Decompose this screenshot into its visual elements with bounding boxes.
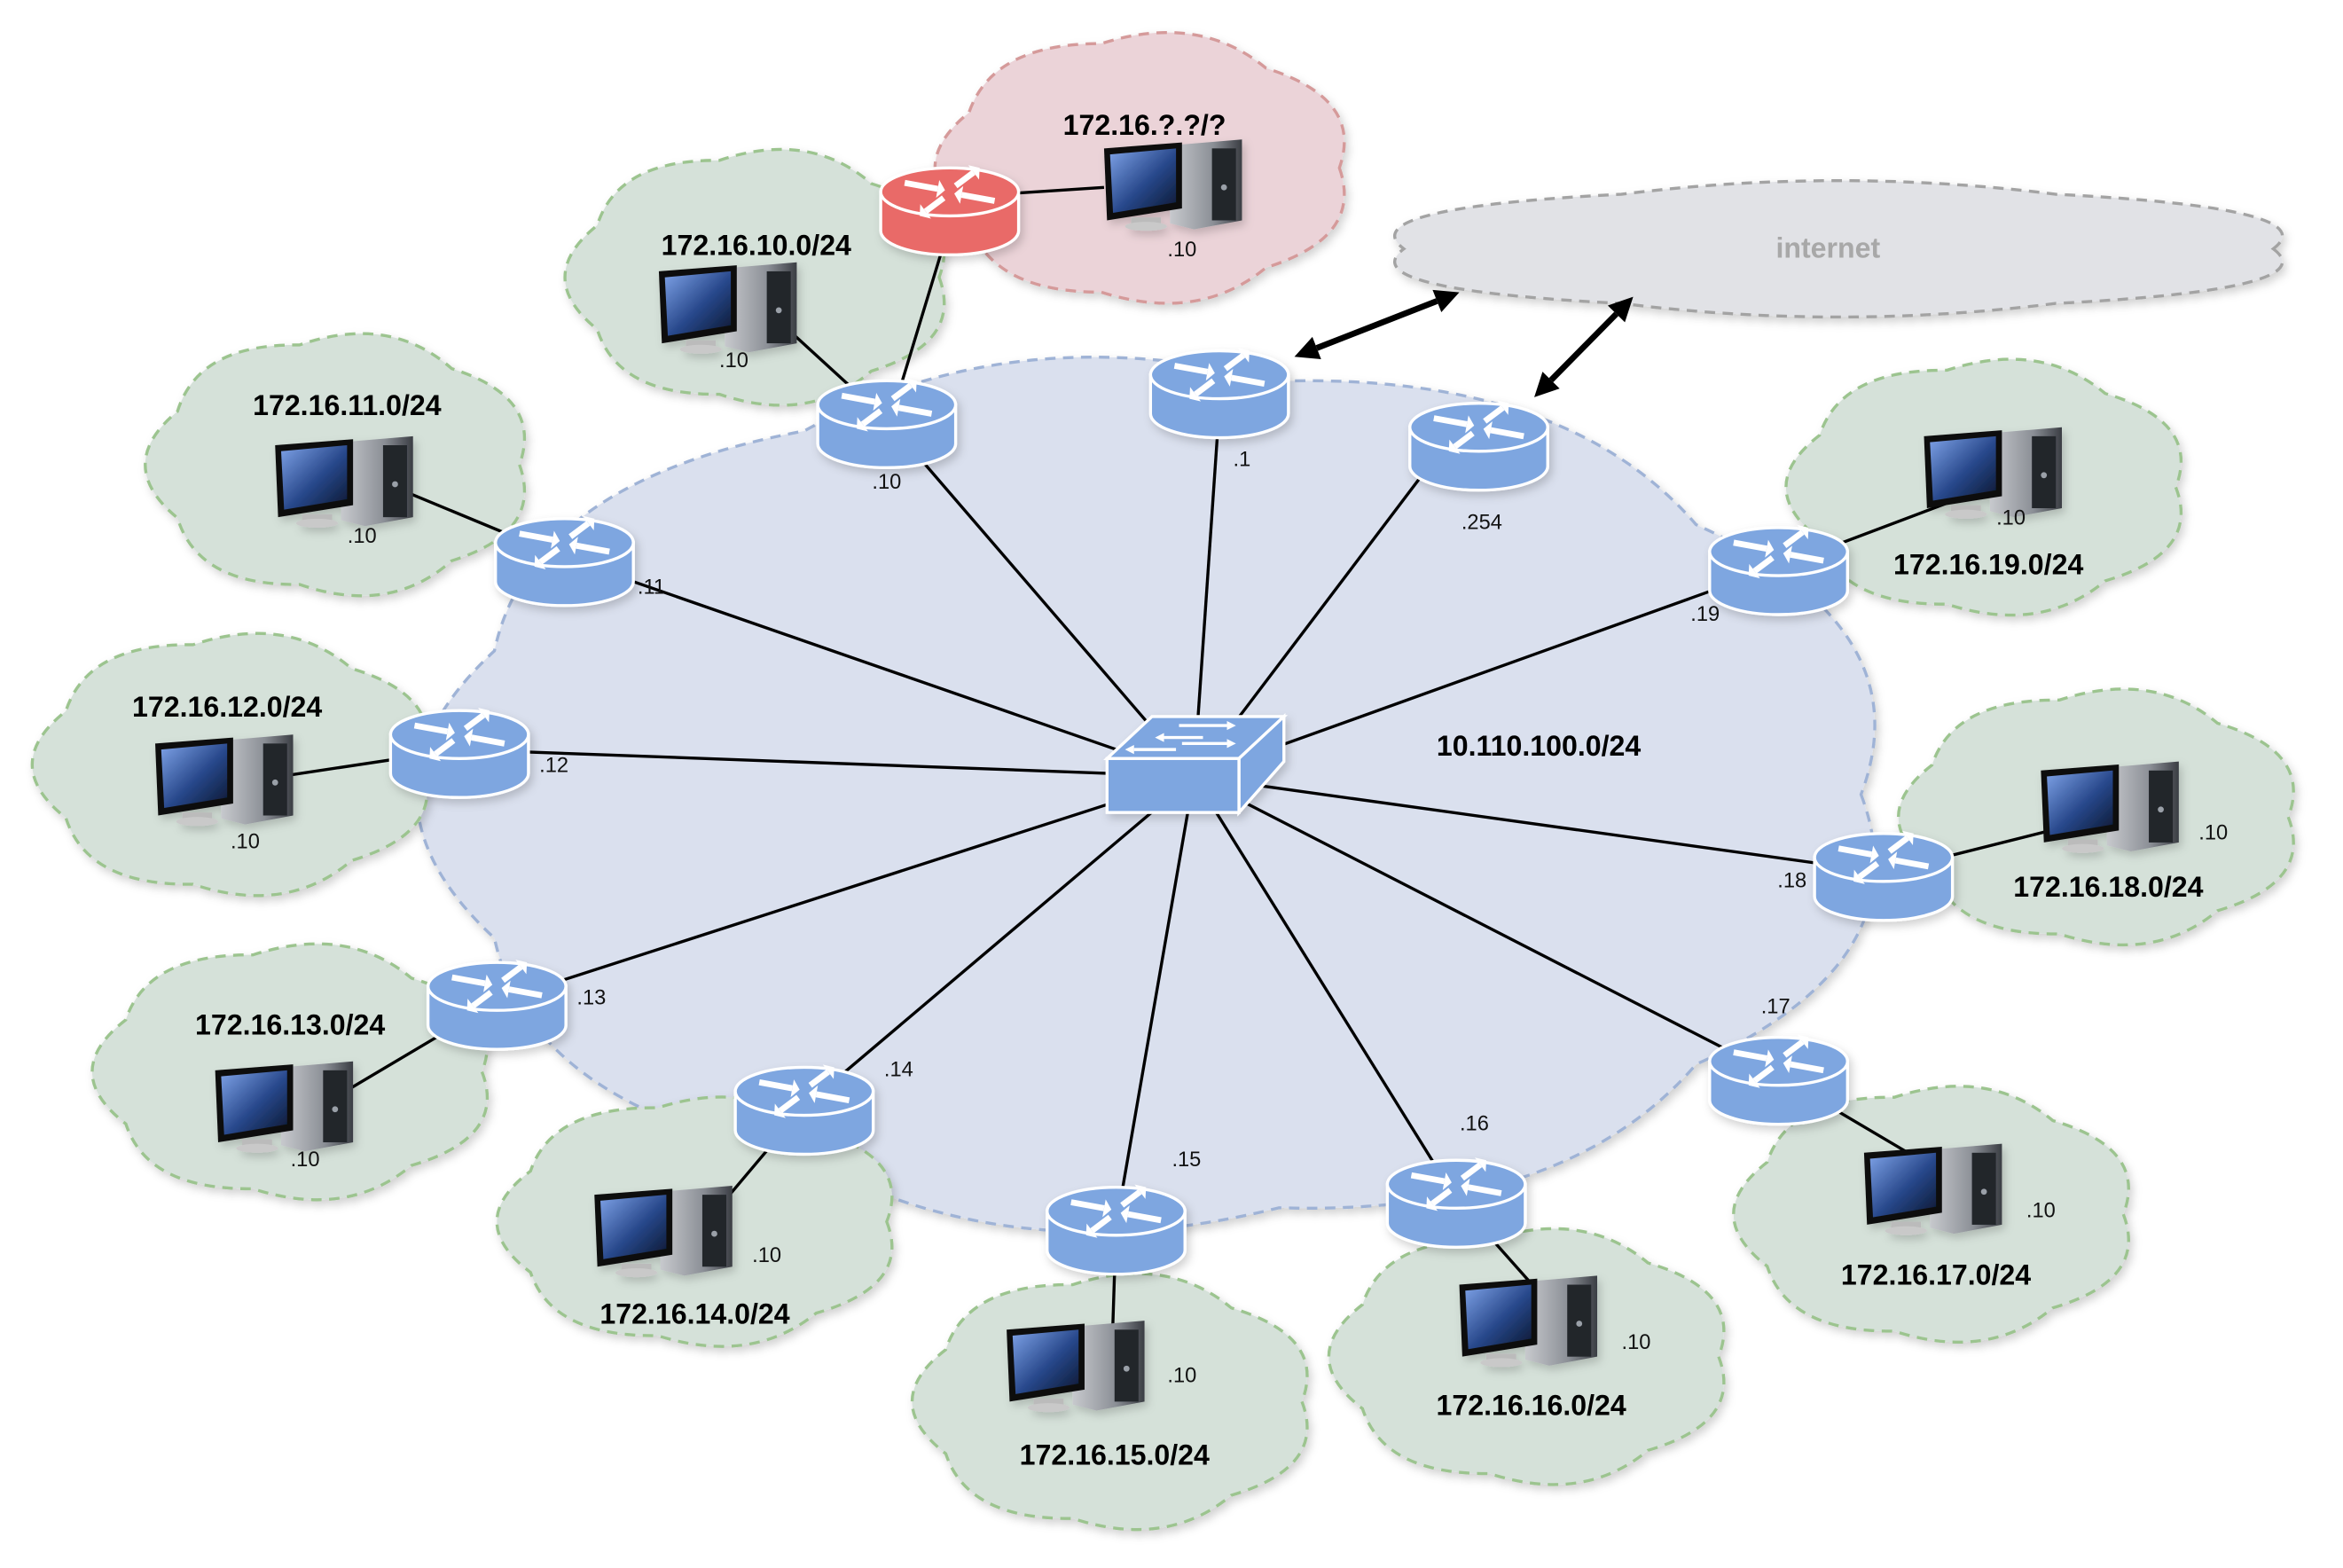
unknown-site-pc[interactable]	[1103, 139, 1242, 231]
link-switch-router-11	[563, 556, 1195, 779]
router-10[interactable]	[816, 378, 958, 470]
internet-link-arrow-254	[1534, 296, 1634, 397]
router-arrows-icon	[1173, 348, 1266, 402]
edge-router-254[interactable]	[1408, 400, 1549, 492]
internet-label: internet	[1775, 232, 1880, 264]
router-ip-label-12: .12	[539, 754, 568, 777]
link-switch-router-15	[1114, 776, 1196, 1227]
link-switch-router-19	[1193, 565, 1780, 779]
unknown-site-network-label: 172.16.?.?/?	[1063, 109, 1226, 141]
pc-ip-label-16: .10	[1622, 1331, 1651, 1354]
labels-layer: 10.110.100.0/24 internet 172.16.?.?/? .10 .1…	[132, 109, 2228, 1470]
link-switch-router-16	[1192, 775, 1458, 1201]
pc-15[interactable]	[1007, 1321, 1145, 1413]
link-switch-router-12	[459, 748, 1195, 779]
router-arrows-icon	[1733, 524, 1824, 579]
pc-ip-label-11: .10	[348, 525, 377, 548]
unknown-site-router[interactable]	[879, 165, 1021, 257]
link-switch-router-14	[803, 775, 1195, 1108]
pc-ip-label-14: .10	[752, 1244, 781, 1267]
edge-router-254-ip: .254	[1461, 512, 1502, 535]
pc-ip-label-18: .10	[2198, 822, 2228, 845]
site-network-label-14: 172.16.14.0/24	[599, 1298, 789, 1329]
pc-16[interactable]	[1459, 1275, 1598, 1368]
router-ip-label-13: .13	[576, 986, 606, 1009]
link-switch-router-17	[1193, 775, 1780, 1078]
pc-ip-label-12: .10	[231, 831, 260, 854]
pc-12[interactable]	[155, 734, 294, 827]
router-12[interactable]	[388, 708, 530, 799]
router-arrows-icon	[1070, 1184, 1162, 1238]
router-ip-label-11: .11	[638, 576, 665, 599]
link-switch-router-1	[1192, 404, 1221, 777]
router-ip-label-17: .17	[1761, 996, 1791, 1019]
core-switch[interactable]	[1103, 713, 1289, 817]
edge-router-1-ip: .1	[1234, 449, 1251, 472]
router-ip-label-10: .10	[872, 471, 901, 494]
edge-router-1[interactable]	[1148, 348, 1290, 440]
router-arrows-icon	[413, 708, 505, 762]
router-14[interactable]	[733, 1064, 875, 1156]
router-arrows-icon	[904, 165, 996, 219]
router-ip-label-18: .18	[1777, 870, 1806, 893]
pc-11[interactable]	[275, 435, 413, 528]
pc-19[interactable]	[1924, 427, 2063, 519]
pc-ip-label-17: .10	[2026, 1199, 2056, 1222]
nodes-layer	[155, 139, 2179, 1413]
site-network-label-15: 172.16.15.0/24	[1020, 1439, 1210, 1470]
internet-link-arrow-1	[1294, 289, 1460, 360]
pc-ip-label-15: .10	[1167, 1364, 1196, 1387]
router-arrows-icon	[841, 378, 933, 432]
router-arrows-icon	[451, 960, 543, 1014]
pc-17[interactable]	[1863, 1143, 2002, 1235]
site-network-label-11: 172.16.11.0/24	[253, 389, 442, 421]
site-network-label-13: 172.16.13.0/24	[195, 1008, 385, 1040]
internet-cloud	[1393, 179, 2284, 319]
router-arrows-icon	[519, 515, 610, 569]
router-ip-label-19: .19	[1690, 603, 1720, 626]
unknown-site-pc-ip: .10	[1167, 239, 1196, 262]
switch-arrows-icon	[1124, 721, 1236, 755]
router-13[interactable]	[426, 960, 568, 1051]
router-15[interactable]	[1046, 1184, 1187, 1276]
pc-ip-label-10: .10	[719, 349, 748, 372]
router-arrows-icon	[1410, 1157, 1502, 1211]
pc-14[interactable]	[594, 1185, 733, 1278]
router-18[interactable]	[1813, 830, 1955, 922]
pc-10[interactable]	[658, 262, 797, 354]
pc-18[interactable]	[2041, 761, 2179, 853]
pc-ip-label-13: .10	[291, 1149, 320, 1172]
link-switch-router-13	[496, 774, 1195, 1003]
site-network-label-16: 172.16.16.0/24	[1437, 1390, 1626, 1422]
router-arrows-icon	[1838, 830, 1930, 884]
site-network-label-10: 172.16.10.0/24	[662, 229, 851, 261]
router-ip-label-14: .14	[884, 1059, 913, 1082]
link-switch-router-10	[885, 419, 1195, 778]
router-ip-label-16: .16	[1460, 1112, 1489, 1135]
router-11[interactable]	[494, 515, 635, 608]
router-19[interactable]	[1708, 524, 1849, 616]
site-network-label-17: 172.16.17.0/24	[1841, 1259, 2031, 1291]
pc-ip-label-19: .10	[1996, 507, 2026, 530]
site-network-label-12: 172.16.12.0/24	[132, 691, 322, 723]
router-ip-label-15: .15	[1172, 1149, 1201, 1172]
router-16[interactable]	[1385, 1157, 1527, 1249]
site-network-label-18: 172.16.18.0/24	[2013, 871, 2203, 903]
link-switch-router-18	[1194, 774, 1885, 874]
core-network-label: 10.110.100.0/24	[1437, 730, 1641, 762]
router-arrows-icon	[1433, 400, 1524, 454]
router-arrows-icon	[1733, 1034, 1824, 1088]
router-arrows-icon	[758, 1064, 850, 1118]
site-network-label-19: 172.16.19.0/24	[1893, 548, 2083, 580]
router-17[interactable]	[1708, 1034, 1849, 1126]
pc-13[interactable]	[215, 1061, 354, 1153]
